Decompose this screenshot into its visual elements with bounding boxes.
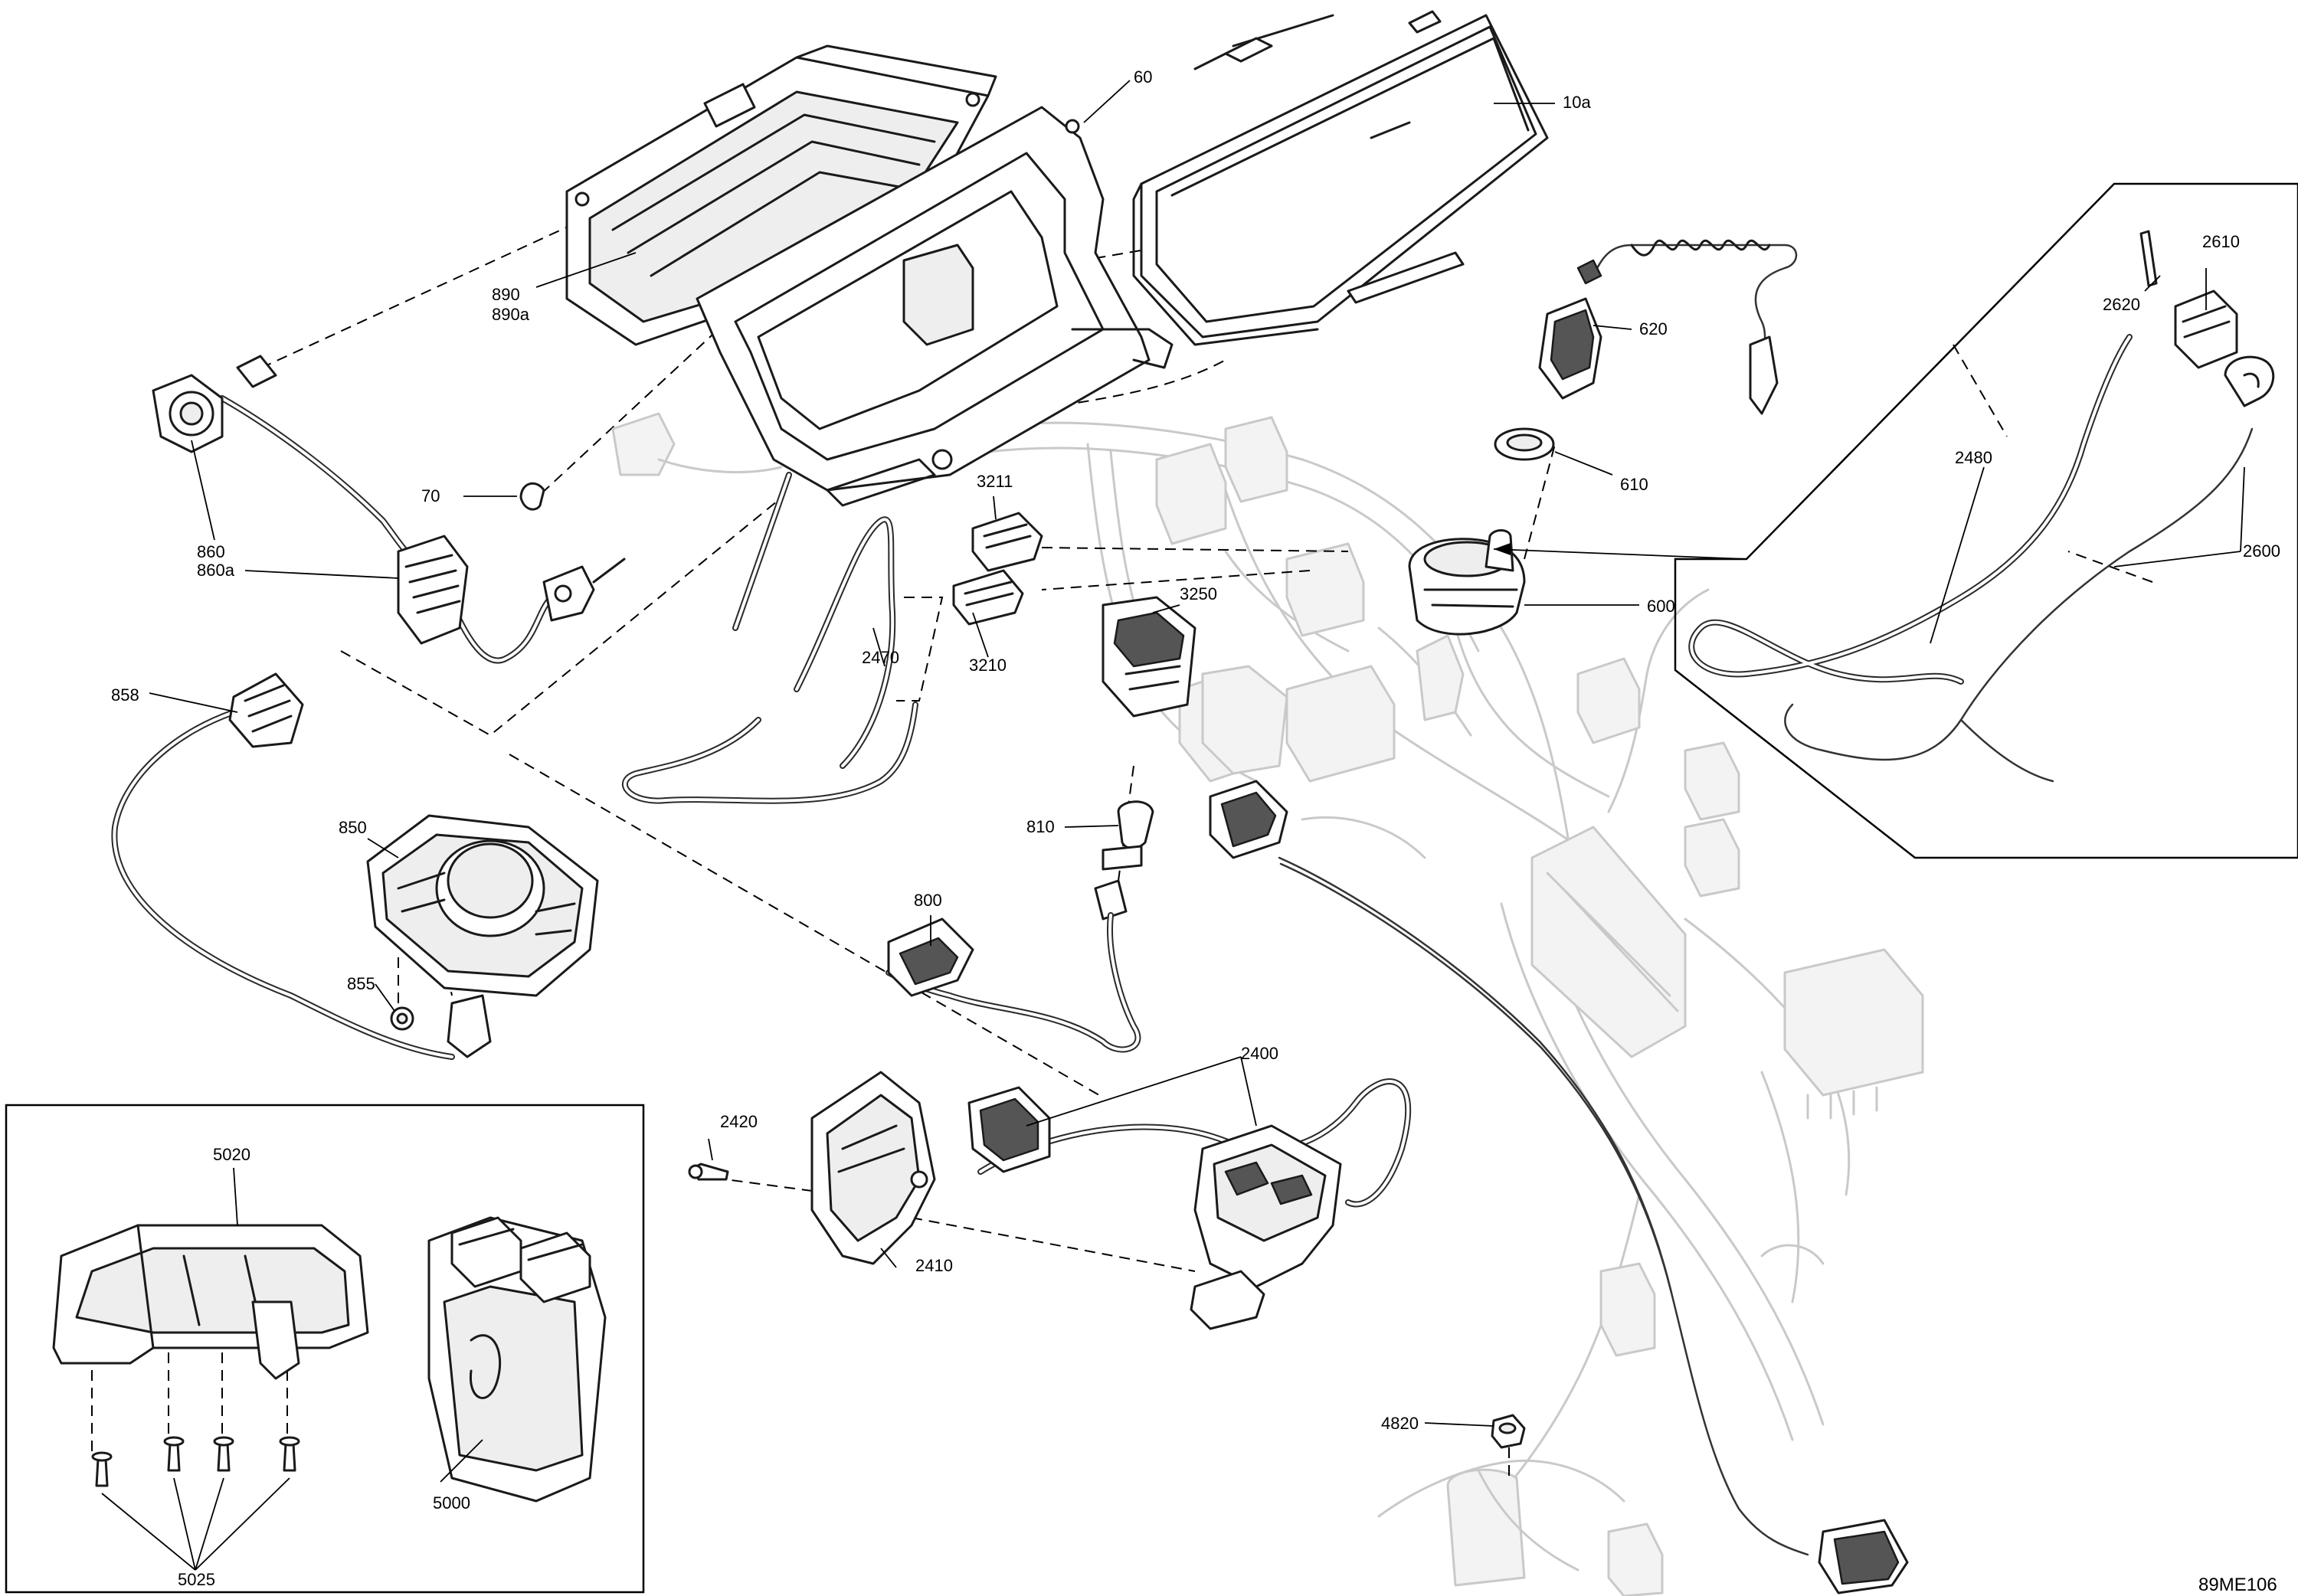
label-3250: 3250 [1180, 584, 1217, 603]
label-5025: 5025 [178, 1570, 215, 1589]
label-2620: 2620 [2103, 295, 2140, 314]
label-10a: 10a [1563, 93, 1591, 112]
label-610: 610 [1620, 475, 1648, 494]
label-5020: 5020 [213, 1145, 250, 1164]
label-3211: 3211 [977, 472, 1013, 491]
part-610-grommet [1494, 427, 1555, 461]
part-860-harness [152, 355, 626, 664]
part-60-bracket [696, 106, 1174, 507]
label-890: 890 [492, 285, 520, 304]
long-harness-lower-right [1209, 780, 1909, 1594]
part-3250-switch [1102, 596, 1288, 775]
label-860: 860 [197, 542, 225, 561]
background-main-harness [971, 416, 1924, 1596]
inset-5020-5000-5025 [5, 1104, 645, 1594]
label-620: 620 [1639, 319, 1668, 338]
part-890-cover [565, 44, 997, 346]
label-2400: 2400 [1241, 1044, 1278, 1063]
label-2480: 2480 [1955, 448, 1992, 467]
part-4820-nut [1491, 1414, 1526, 1449]
part-858-850-855-knob-assembly [111, 672, 599, 1060]
part-labels: 60 10a 890 890a 620 610 600 2610 2620 24… [111, 67, 2280, 1595]
label-860a: 860a [197, 561, 235, 580]
part-70-rivet [519, 482, 545, 511]
part-5025-screws [91, 1436, 300, 1487]
part-2410-cover [810, 1071, 936, 1265]
ghost-connector-left [611, 412, 783, 476]
label-2600: 2600 [2243, 541, 2280, 561]
label-810: 810 [1026, 817, 1055, 836]
part-2470-hoses [622, 472, 918, 804]
label-890a: 890a [492, 305, 530, 324]
label-600: 600 [1647, 597, 1675, 616]
label-855: 855 [347, 974, 375, 993]
part-600-switch-housing [1408, 529, 1526, 721]
label-2420: 2420 [720, 1112, 758, 1131]
part-2420-screw [688, 1163, 729, 1181]
figure-code: 89ME106 [2198, 1575, 2277, 1595]
label-800: 800 [914, 891, 942, 910]
inset-2480-2600-2610-2620 [1493, 182, 2298, 859]
label-4820: 4820 [1381, 1414, 1419, 1433]
label-3210: 3210 [969, 656, 1007, 675]
part-2400-switch-assembly [967, 1078, 1412, 1330]
label-70: 70 [421, 486, 440, 505]
label-850: 850 [339, 818, 367, 837]
label-leaders [101, 80, 2245, 1571]
label-2470: 2470 [862, 648, 899, 667]
label-858: 858 [111, 685, 139, 705]
label-60: 60 [1134, 67, 1152, 87]
part-810-800-sensor [885, 800, 1154, 1053]
label-2410: 2410 [915, 1256, 953, 1275]
part-3211-3210-connectors [952, 512, 1043, 626]
label-2610: 2610 [2202, 232, 2240, 251]
part-10a-display [1132, 10, 1549, 346]
part-620-coil-cord [1538, 239, 1798, 415]
label-5000: 5000 [433, 1493, 470, 1513]
